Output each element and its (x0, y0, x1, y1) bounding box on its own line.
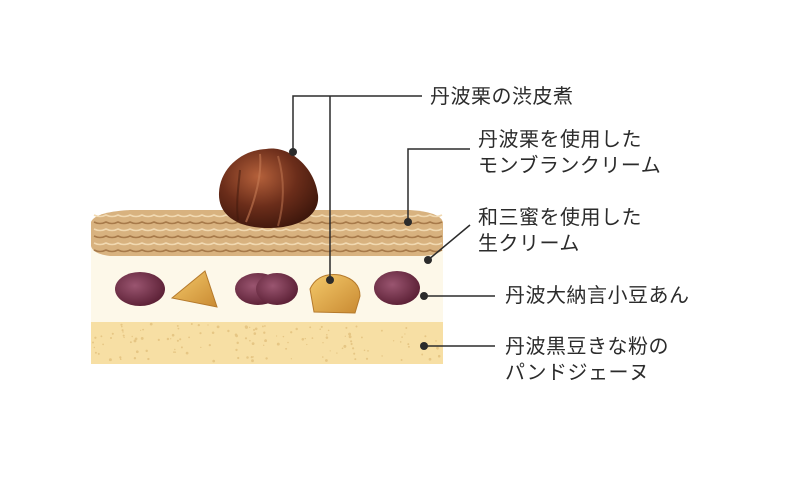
chestnut-kanroni-top (218, 148, 319, 228)
chestnut-piece (309, 274, 361, 314)
label-genoise: 丹波黒豆きな粉の パンドジェーヌ (505, 334, 669, 384)
azuki-beans-group (115, 271, 420, 306)
sponge-layer (91, 322, 443, 364)
label-wasanbon-cream: 和三蜜を使用した 生クリーム (478, 205, 642, 255)
sponge-texture (91, 322, 441, 363)
leader-dots (289, 148, 432, 350)
azuki-bean (256, 273, 298, 305)
label-azuki: 丹波大納言小豆あん (505, 283, 690, 307)
azuki-bean (115, 272, 165, 306)
leader-lines (292, 95, 495, 347)
label-montblanc-cream: 丹波栗を使用した モンブランクリーム (478, 127, 662, 177)
chestnut-piece (170, 270, 218, 308)
label-chestnut-kanroni: 丹波栗の渋皮煮 (430, 84, 574, 108)
azuki-bean (374, 271, 420, 305)
chestnut-pieces-group (170, 270, 361, 314)
